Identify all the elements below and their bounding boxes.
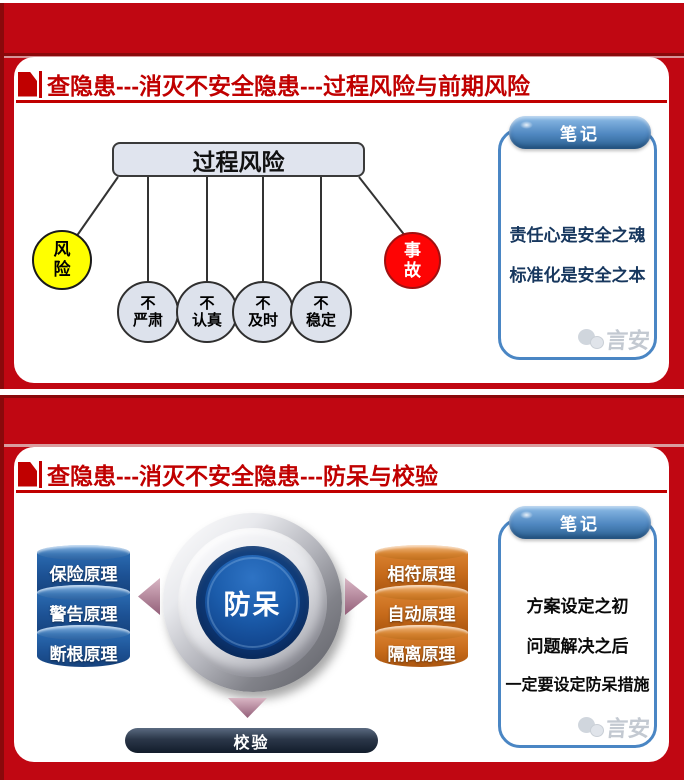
notes-panel: 笔记 责任心是安全之魂 标准化是安全之本 言安 — [498, 116, 657, 360]
watermark: 言安 — [577, 711, 652, 743]
slide2-titlebar: 查隐患---消灭不安全隐患---防呆与校验 — [18, 459, 438, 489]
orange-principles-stack: 相符原理 自动原理 隔离原理 — [375, 545, 468, 667]
hub-label: 防呆 — [223, 590, 282, 620]
watermark-logo-icon — [577, 327, 604, 351]
slide1-title: 查隐患---消灭不安全隐患---过程风险与前期风险 — [47, 73, 530, 99]
slide2-left-accent — [0, 395, 4, 780]
blue-principles-stack: 保险原理 警告原理 断根原理 — [37, 545, 130, 667]
notes-header-label: 笔记 — [560, 515, 600, 534]
connector-lines — [75, 176, 407, 283]
document-icon — [18, 461, 37, 487]
verification-bar: 校验 — [125, 728, 378, 753]
watermark-logo-icon — [577, 715, 604, 739]
process-risk-node: 过程风险 — [112, 142, 365, 177]
document-icon — [18, 71, 37, 97]
slide2-band-sheen — [0, 444, 684, 447]
slide1: 查隐患---消灭不安全隐患---过程风险与前期风险 过程风险 风 险 事 故 不… — [14, 57, 669, 383]
note-line: 方案设定之初 — [526, 597, 629, 616]
note-line: 一定要设定防呆措施 — [505, 677, 650, 694]
arrow-left-icon — [138, 578, 160, 615]
principle-cylinder: 隔离原理 — [375, 625, 468, 667]
cause-node: 不 稳定 — [290, 281, 352, 343]
arrow-right-icon — [345, 578, 368, 615]
slide1-title-underline — [16, 100, 667, 103]
principle-cylinder: 断根原理 — [37, 625, 130, 667]
slide2-band-divider — [0, 395, 684, 398]
note-line: 标准化是安全之本 — [509, 266, 646, 285]
cause-node: 不 及时 — [232, 281, 294, 343]
title-divider — [39, 70, 42, 98]
notes-header: 笔记 — [509, 116, 651, 149]
cause-node: 不 严肃 — [117, 281, 179, 343]
note-line: 问题解决之后 — [526, 637, 629, 656]
slide2-frame: 查隐患---消灭不安全隐患---防呆与校验 保险原理 警告原理 断根原理 相符原… — [0, 395, 684, 780]
slide2-title: 查隐患---消灭不安全隐患---防呆与校验 — [47, 463, 438, 489]
risk-node: 风 险 — [32, 230, 92, 290]
arrow-down-icon — [228, 698, 267, 718]
anti-error-hub: 防呆 — [163, 513, 342, 692]
cause-node: 不 认真 — [176, 281, 238, 343]
verification-label: 校验 — [233, 734, 270, 752]
slide1-left-accent — [0, 3, 4, 389]
slide1-band-divider — [0, 53, 684, 56]
notes-header: 笔记 — [509, 506, 651, 539]
process-risk-diagram: 过程风险 风 险 事 故 不 严肃 不 认真 不 及时 不 稳定 — [14, 57, 669, 383]
slide2-title-underline — [16, 490, 667, 493]
watermark-text: 言安 — [604, 328, 652, 353]
hub-core: 防呆 — [196, 546, 309, 659]
slide2: 查隐患---消灭不安全隐患---防呆与校验 保险原理 警告原理 断根原理 相符原… — [14, 447, 669, 762]
accident-node: 事 故 — [384, 232, 441, 289]
title-divider — [39, 460, 42, 488]
watermark-text: 言安 — [604, 716, 652, 741]
note-line: 责任心是安全之魂 — [509, 226, 646, 245]
notes-panel: 笔记 方案设定之初 问题解决之后 一定要设定防呆措施 言安 — [498, 506, 657, 748]
slide1-frame: 查隐患---消灭不安全隐患---过程风险与前期风险 过程风险 风 险 事 故 不… — [0, 3, 684, 389]
slide1-titlebar: 查隐患---消灭不安全隐患---过程风险与前期风险 — [18, 69, 530, 99]
notes-header-label: 笔记 — [560, 125, 600, 144]
watermark: 言安 — [577, 323, 652, 355]
